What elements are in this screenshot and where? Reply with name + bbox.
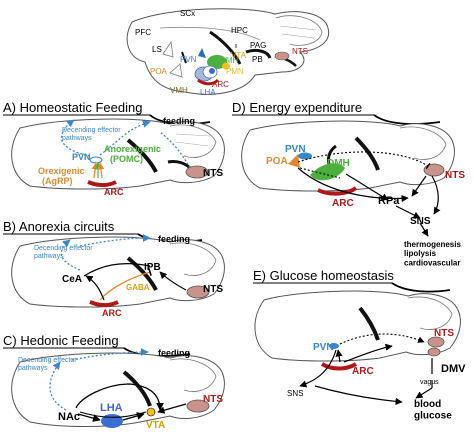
panel-e-nts: NTS (434, 328, 454, 339)
panel-e-outcome-text: blood (414, 399, 441, 410)
panel-e-outcome-text-line2: glucose (414, 411, 452, 422)
label-hpc: HPC (231, 26, 248, 35)
panel-b-title: B) Anorexia circuits (3, 219, 115, 234)
panel-a-agrp: (AgRP) (42, 176, 73, 186)
panel-e-vagus: vagus (420, 379, 439, 386)
label-dmh: DMH (220, 56, 238, 65)
panel-c-nac: NAc (58, 411, 80, 423)
panel-e-pvn: PVN (313, 342, 334, 353)
panel-e-arc: ARC (352, 366, 374, 377)
panel-a-feeding: feeding (163, 116, 195, 126)
label-arc: ARC (212, 80, 229, 89)
panel-d-title: D) Energy expenditure (232, 100, 362, 115)
panel-a-descending-text: Decending effector (62, 127, 121, 134)
panel-e-title: E) Glucose homeostasis (253, 268, 394, 283)
panel-d-arc: ARC (332, 198, 354, 209)
label-nts: NTS (292, 47, 308, 56)
panel-a-title: A) Homeostatic Feeding (3, 100, 142, 115)
panel-a-anorexigenic: Anorexigenic (104, 144, 161, 154)
panel-d-outcomes-text: thermogenesis (404, 240, 461, 249)
panel-c-feeding: feeding (158, 348, 190, 358)
label-poa: POA (150, 67, 168, 76)
panel-d-energy-expenditure: D) Energy expenditure PVN DMH POA ARC RP… (232, 100, 465, 267)
label-pb: PB (252, 55, 263, 64)
label-pfc: PFC (135, 28, 151, 37)
panel-c-lha: LHA (100, 402, 123, 414)
panel-b-gaba: GABA (126, 283, 150, 292)
panel-c-title: C) Hedonic Feeding (3, 333, 119, 348)
panel-d-rpa: RPa (378, 195, 400, 207)
panel-d-poa: POA (266, 156, 288, 167)
panel-a-orexigenic: Orexigenic (38, 166, 85, 176)
panel-b-arc: ARC (102, 308, 122, 318)
panel-c-descending-text-line2: pathways (18, 365, 48, 372)
panel-a-pvn: PVN (72, 152, 91, 162)
panel-d-dmh: DMH (327, 158, 350, 169)
panel-b-ipb: IPB (144, 262, 161, 273)
panel-e-dmv: DMV (441, 363, 466, 375)
panel-d-sns: SNS (410, 216, 431, 227)
panel-c-vta: VTA (146, 420, 165, 431)
label-ls: LS (152, 45, 162, 54)
label-pag: PAG (250, 41, 266, 50)
panel-a-arc: ARC (104, 187, 124, 197)
panel-a-descending-text-line2: pathways (62, 135, 92, 142)
panel-a-homeostatic-feeding: A) Homeostatic Feeding Decending effecto… (3, 100, 225, 197)
label-pmn: PMN (226, 67, 244, 76)
label-vta: VTA (231, 51, 247, 60)
panel-d-pvn: PVN (285, 144, 306, 155)
panel-b-feeding: feeding (158, 234, 190, 244)
panel-e-glucose-homeostasis: E) Glucose homeostasis PVN ARC NTS DMV v… (253, 268, 466, 422)
panel-b-cea: CeA (62, 274, 82, 285)
label-scx: SCx (180, 9, 195, 18)
label-pvn: PVN (180, 55, 197, 64)
panel-d-outcomes-text-line2: lipolysis (404, 249, 437, 258)
label-vmh: VMH (170, 86, 188, 95)
overview-brain: PFC SCx HPC LS PVN DMH VTA PAG NTS POA P… (126, 8, 330, 97)
panel-c-descending-text: Decending effector (18, 357, 77, 364)
label-lha: LHA (200, 88, 216, 97)
panel-c-nts: NTS (203, 394, 223, 405)
panel-d-nts: NTS (445, 170, 465, 181)
panel-e-sns: SNS (287, 389, 303, 398)
panel-b-descending-text: Decending effector (34, 245, 93, 252)
panel-b-nts: NTS (203, 284, 223, 295)
panel-d-outcomes-text-line3: cardiovascular (404, 258, 460, 267)
panel-a-pomc: (POMC) (110, 154, 143, 164)
panel-b-descending-text-line2: pathways (34, 253, 64, 260)
panel-a-nts: NTS (203, 168, 223, 179)
